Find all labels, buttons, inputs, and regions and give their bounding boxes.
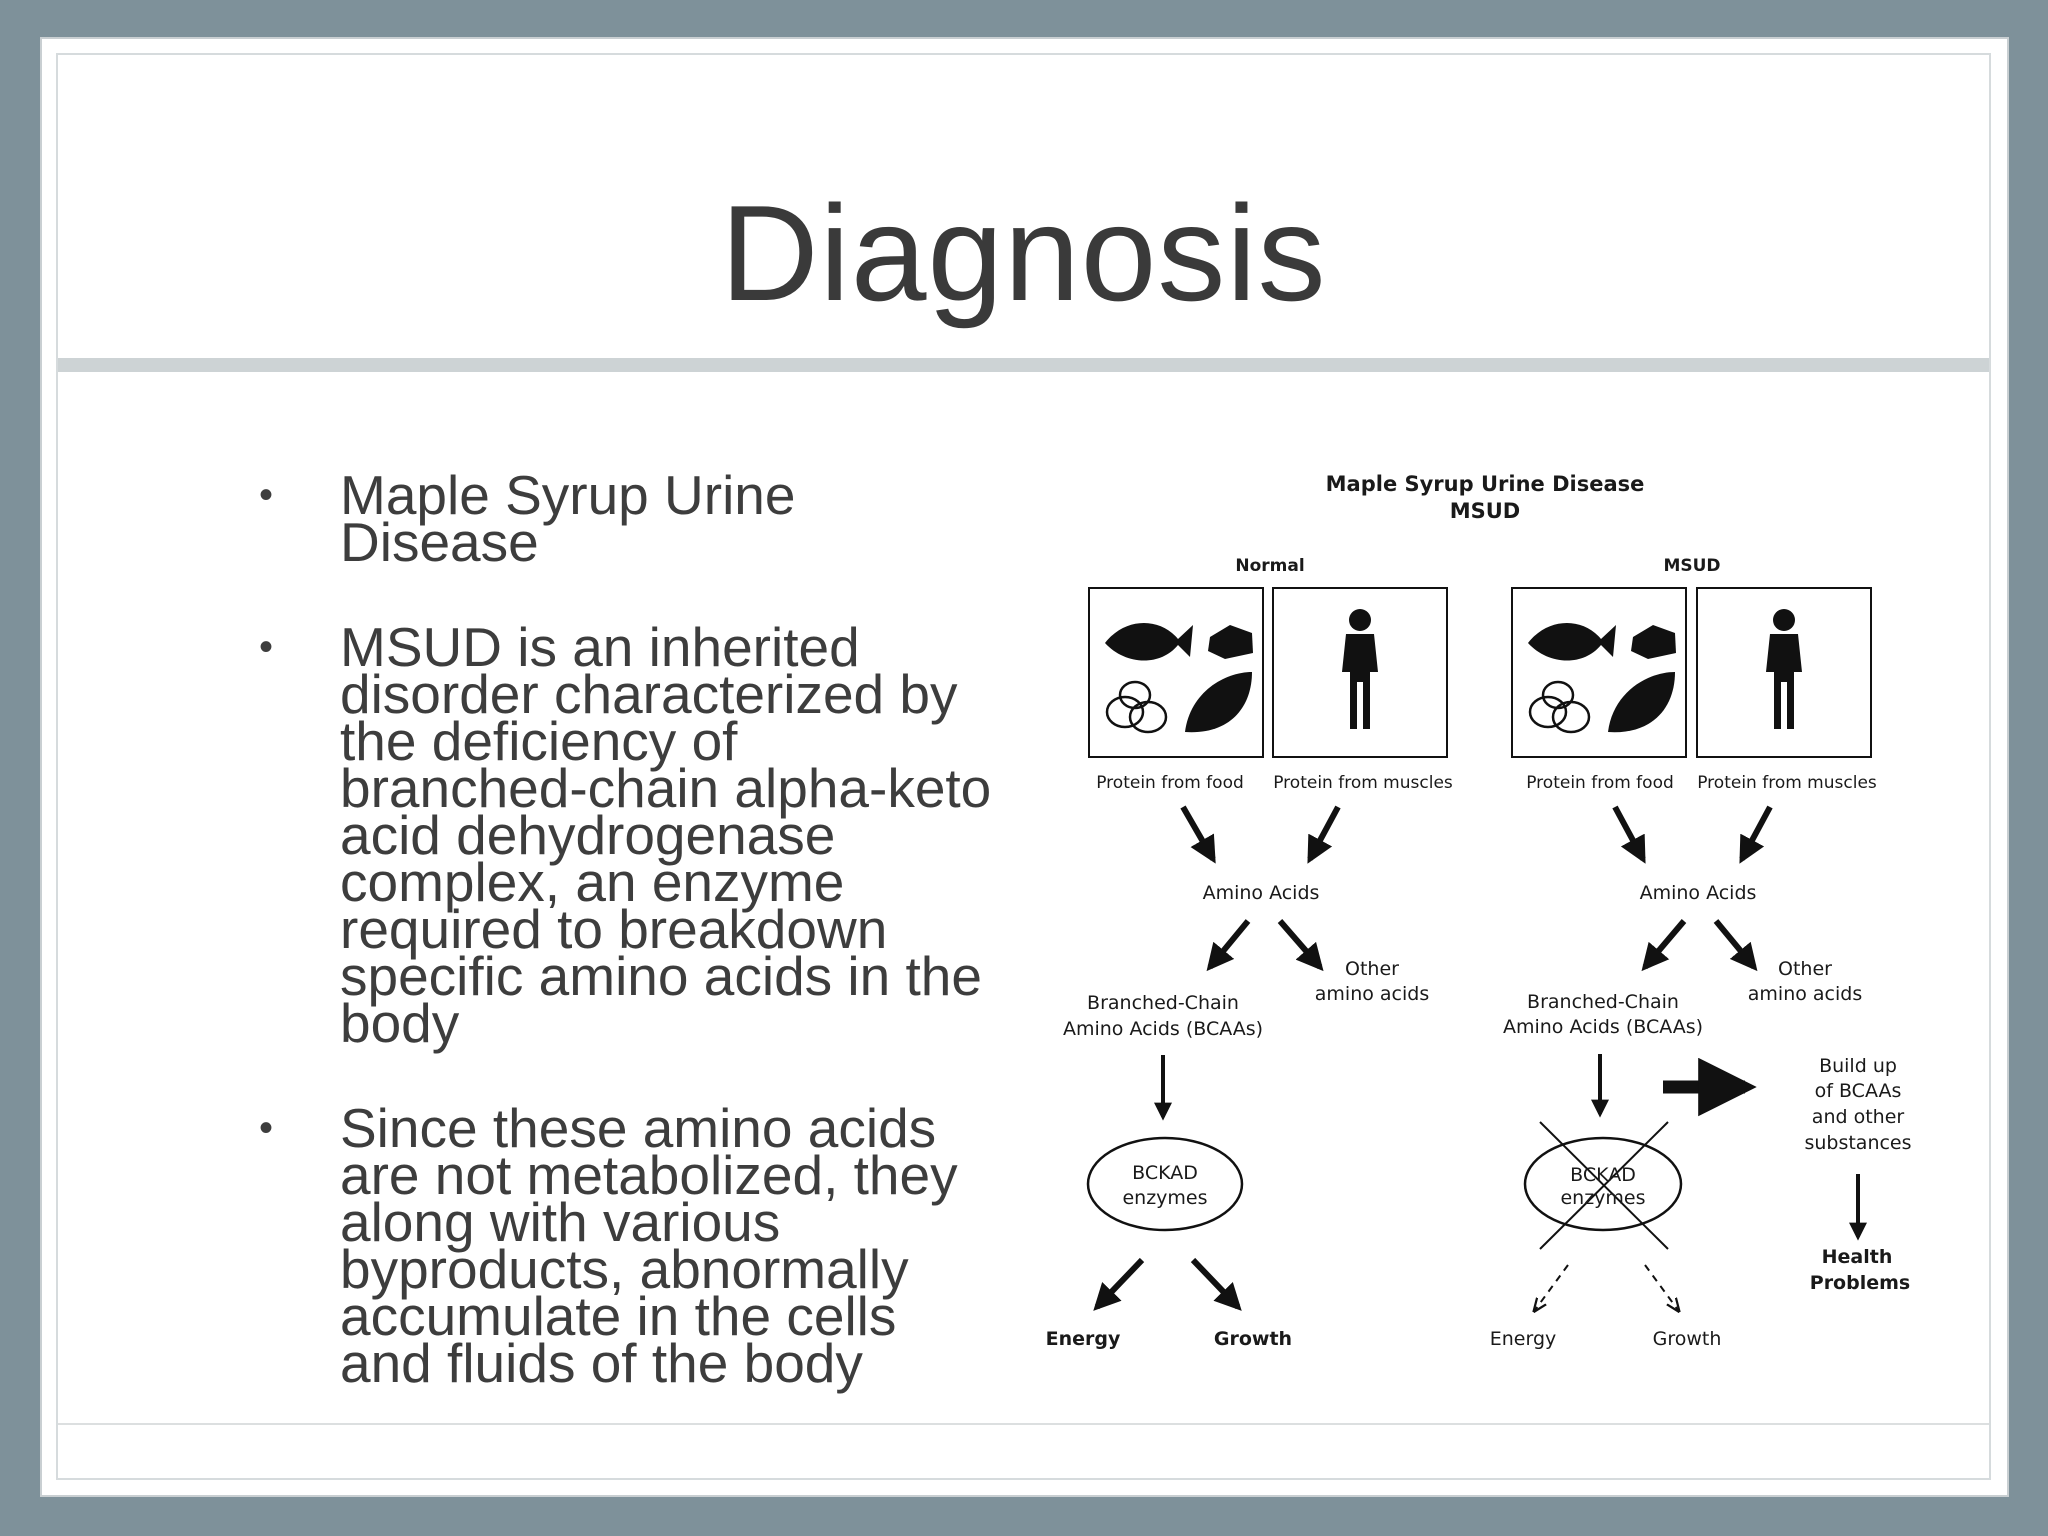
msud-muscle-box [1696,587,1872,758]
msud-bckad-enzyme [1523,1136,1683,1232]
buildup-line-2: of BCAAs [1815,1080,1902,1102]
normal-heading: Normal [1235,556,1304,576]
msud-food-label: Protein from food [1526,773,1674,793]
msud-food-box [1511,587,1687,758]
bullet-text-line: branched-chain alpha-keto [340,757,992,819]
msud-diagram: Maple Syrup Urine Disease MSUD Normal MS… [1046,472,1912,1350]
buildup-line-3: and other [1812,1106,1905,1128]
buildup-line-1: Build up [1819,1055,1897,1077]
bullet-text-line: Disease [340,511,539,573]
bullet-text-line: specific amino acids in the [340,945,982,1007]
normal-enzyme-2: enzymes [1122,1187,1207,1209]
bullet-text-line: required to breakdown [340,898,888,960]
normal-bcaa-2: Amino Acids (BCAAs) [1063,1018,1263,1040]
normal-food-label: Protein from food [1096,773,1244,793]
normal-bcaa-1: Branched-Chain [1087,992,1239,1014]
bullet-text-line: accumulate in the cells [340,1285,897,1347]
health-problems-1: Health [1822,1246,1893,1268]
msud-bcaa-2: Amino Acids (BCAAs) [1503,1016,1703,1038]
diagram-title: Maple Syrup Urine Disease [1326,472,1645,496]
msud-amino-acids: Amino Acids [1640,882,1757,904]
slide-title: Diagnosis [720,177,1327,329]
msud-enzyme-2: enzymes [1560,1187,1645,1209]
normal-amino-acids: Amino Acids [1203,882,1320,904]
bullet-text-line: body [340,992,460,1054]
normal-other-amino-1: Other [1345,958,1399,980]
normal-food-box [1088,587,1264,758]
normal-bckad-enzyme [1086,1136,1244,1232]
bullet-text-line: Since these amino acids [340,1097,937,1159]
health-problems-2: Problems [1810,1272,1910,1294]
bullet-text-line: disorder characterized by [340,663,958,725]
title-divider [58,358,1989,372]
buildup-line-4: substances [1804,1132,1911,1154]
bullet-text-line: MSUD is an inherited [340,616,860,678]
normal-column: Protein from food Protein from muscles A… [1046,587,1453,1350]
food-icon [1105,622,1253,734]
normal-muscle-box [1272,587,1448,758]
normal-growth: Growth [1214,1328,1292,1350]
food-icon [1528,622,1676,734]
msud-bcaa-1: Branched-Chain [1527,991,1679,1013]
footer-divider [58,1423,1989,1425]
person-icon [1766,609,1802,729]
msud-other-amino-1: Other [1778,958,1832,980]
title-area: Diagnosis [58,55,1989,392]
bullet-icon: • [259,473,274,517]
bullet-text-line: acid dehydrogenase [340,804,836,866]
bullet-icon: • [259,625,274,669]
msud-muscle-label: Protein from muscles [1697,773,1877,793]
bullet-text-line: the deficiency of [340,710,738,772]
msud-heading: MSUD [1663,556,1720,576]
slide-frame [56,53,1991,1480]
bullet-text-line: are not metabolized, they [340,1144,958,1206]
msud-other-amino-2: amino acids [1748,983,1862,1005]
person-icon [1342,609,1378,729]
msud-enzyme-1: BCKAD [1570,1164,1636,1186]
bullet-text-line: along with various [340,1191,781,1253]
bullet-text-line: Maple Syrup Urine [340,472,796,526]
msud-column: Protein from food Protein from muscles A… [1490,587,1912,1350]
bullet-text-line: byproducts, abnormally [340,1238,909,1300]
normal-muscle-label: Protein from muscles [1273,773,1453,793]
normal-other-amino-2: amino acids [1315,983,1429,1005]
normal-energy: Energy [1046,1328,1121,1350]
enzyme-crossed-out [1539,1121,1669,1250]
msud-growth: Growth [1653,1328,1722,1350]
normal-enzyme-1: BCKAD [1132,1162,1198,1184]
diagram-subtitle: MSUD [1450,499,1521,523]
msud-energy: Energy [1490,1328,1557,1350]
bullet-icon: • [259,1106,274,1150]
bullet-text-line: and fluids of the body [340,1332,863,1394]
bullet-text-line: complex, an enzyme [340,851,845,913]
